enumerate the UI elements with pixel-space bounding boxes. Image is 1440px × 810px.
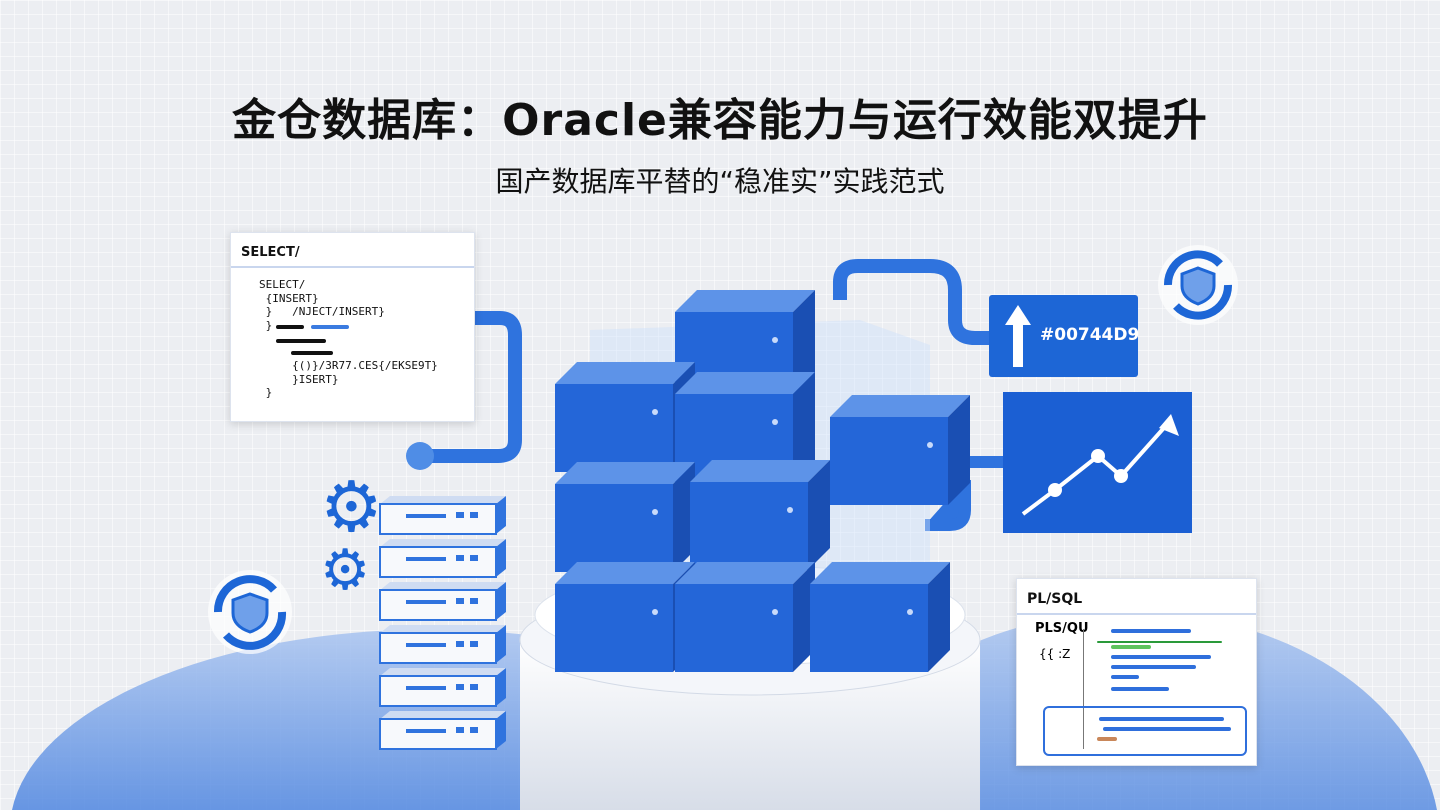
server-unit (379, 582, 506, 621)
trend-box (1003, 392, 1192, 533)
data-cube (690, 460, 830, 570)
trend-up-chart-icon (1021, 414, 1179, 516)
code-bar (1111, 645, 1151, 649)
sql-code: SELECT/ {INSERT} } /NJECT/INSERT} } {()}… (231, 268, 474, 400)
code-bar (276, 339, 326, 343)
page-subtitle: 国产数据库平替的“稳准实”实践范式 (495, 165, 945, 198)
database-cube-icon (555, 290, 970, 672)
code-bar (1097, 641, 1222, 643)
hex-color-label: #00744D9 (1040, 325, 1140, 345)
code-bar (1103, 727, 1231, 731)
tree-line (1083, 629, 1084, 749)
data-cube (555, 362, 695, 472)
data-cube (675, 562, 815, 672)
server-unit (379, 539, 506, 578)
code-line: } (259, 318, 273, 332)
plsql-label: PLS/QU (1035, 621, 1089, 636)
code-bar (1111, 629, 1191, 633)
gear-icon: ⚙ (320, 466, 383, 548)
code-bar (1099, 717, 1224, 721)
server-stack-icon (379, 496, 506, 750)
data-cube (810, 562, 950, 672)
hex-color-box (989, 295, 1138, 377)
server-unit (379, 496, 506, 535)
code-bar (1111, 687, 1169, 691)
connector-left (420, 311, 522, 463)
plsql-code-panel: PL/SQL PLS/QU {{ :Z (1016, 578, 1257, 766)
code-line: } /NJECT/INSERT} (259, 305, 385, 318)
sql-code-panel: SELECT/ SELECT/ {INSERT} } /NJECT/INSERT… (230, 232, 475, 422)
code-bar (1111, 665, 1196, 669)
shield-refresh-icon (208, 570, 292, 654)
code-line: SELECT/ (259, 278, 306, 291)
gear-icon: ⚙ (320, 538, 371, 603)
code-bar (276, 325, 304, 329)
sql-panel-header: SELECT/ (231, 233, 474, 268)
data-cube (555, 562, 695, 672)
server-unit (379, 625, 506, 664)
code-line: } (259, 386, 273, 399)
code-line: }ISERT} (259, 372, 339, 386)
code-bar (291, 351, 333, 355)
page-title: 金仓数据库：Oracle兼容能力与运行效能双提升 (232, 95, 1208, 146)
code-line: {()}/3R77.CES{/EKSE9T} (259, 359, 438, 372)
code-bar (311, 325, 349, 329)
arrow-up-icon (1005, 305, 1031, 367)
code-bar (1111, 675, 1139, 679)
connector-left-end (406, 442, 434, 470)
server-unit (379, 668, 506, 707)
code-bar (1097, 737, 1117, 741)
shield-refresh-icon (1158, 245, 1238, 325)
data-cube (555, 462, 695, 572)
server-unit (379, 711, 506, 750)
plsql-label-2: {{ :Z (1039, 647, 1071, 661)
plsql-highlight-block (1043, 706, 1247, 756)
plsql-panel-header: PL/SQL (1017, 579, 1256, 615)
connector-top (833, 259, 990, 345)
code-bar (1111, 655, 1211, 659)
code-line: {INSERT} (259, 291, 319, 305)
data-cube (830, 395, 970, 505)
